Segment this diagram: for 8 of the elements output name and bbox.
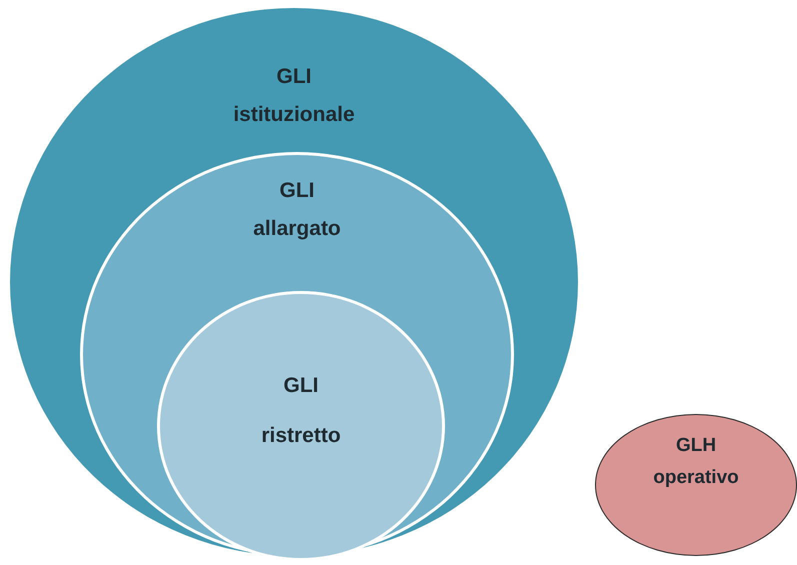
- node-label: allargato: [253, 216, 341, 242]
- node-label: GLI: [276, 64, 312, 90]
- node-label: GLH: [676, 434, 716, 458]
- node-label: istituzionale: [233, 102, 355, 128]
- node-label: GLI: [280, 178, 314, 204]
- node-label: ristretto: [261, 423, 341, 448]
- node-label: GLI: [284, 373, 318, 398]
- node-label: operativo: [653, 466, 739, 490]
